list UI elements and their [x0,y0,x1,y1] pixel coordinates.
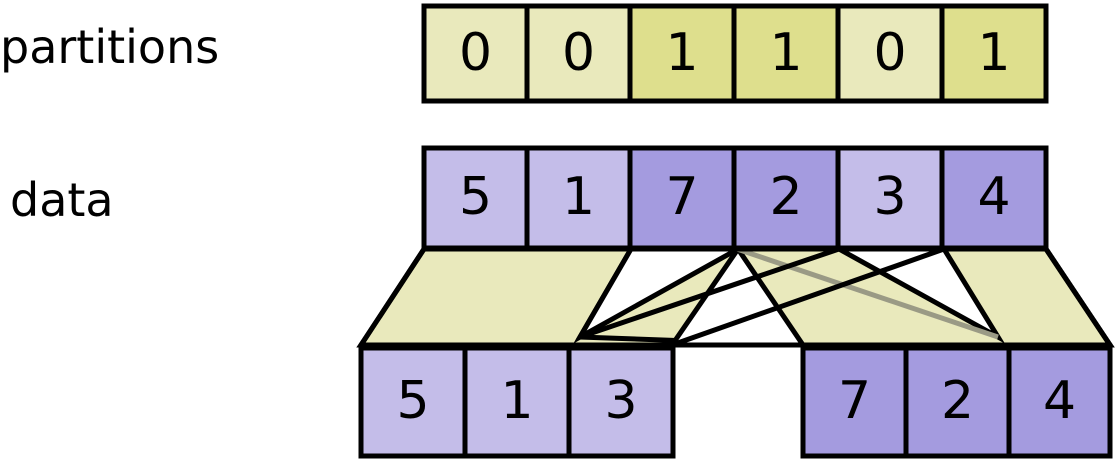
data-cell-4-value: 3 [873,167,906,227]
funnel-ribbon-edge-upper [579,246,840,340]
partitions-cell-2-value: 1 [665,23,698,83]
data-row-label: data [10,173,114,227]
data-cell-0-value: 5 [459,167,492,227]
data-cells: 5 1 7 2 3 4 [421,145,1049,251]
partitions-cell-5[interactable] [939,3,1049,104]
partitions-cell-5-value: 1 [977,23,1010,83]
data-cell-2-value: 7 [665,167,698,227]
output-1-cell-2[interactable] [1006,345,1113,459]
data-cell-0[interactable] [421,145,530,251]
output-0-cell-0-value: 5 [396,371,429,431]
partitions-cell-3-value: 1 [769,23,802,83]
partitions-cell-4[interactable] [835,3,945,104]
partitions-cell-2[interactable] [627,3,737,104]
data-row: data 5 1 7 2 3 4 [10,145,1049,251]
output-1-cell-1-value: 2 [941,371,974,431]
data-cell-1[interactable] [524,145,633,251]
output-0-cell-0[interactable] [358,345,468,459]
partitions-cell-1[interactable] [524,3,633,104]
output-1-cell-2-value: 4 [1043,371,1076,431]
funnel-ribbon-edge-lower [671,246,945,348]
flow-funnel-group [356,244,1115,351]
data-cell-5[interactable] [939,145,1049,251]
partition-0-output-row: 5 1 3 [358,345,676,459]
data-cell-4[interactable] [835,145,945,251]
partitions-row: partitions 0 0 1 1 0 1 [0,3,1049,104]
partitions-cells: 0 0 1 1 0 1 [421,3,1049,104]
data-cell-1-value: 1 [562,167,595,227]
partitions-cell-1-value: 0 [562,23,595,83]
partitions-cell-3[interactable] [731,3,841,104]
funnel-outline-right [803,247,1115,348]
data-cell-3-value: 2 [769,167,802,227]
data-cell-5-value: 4 [977,167,1010,227]
output-1-cell-0-value: 7 [838,371,871,431]
funnel-occluded-edge [736,246,999,340]
partitions-cell-4-value: 0 [873,23,906,83]
partitions-cell-0-value: 0 [459,23,492,83]
data-cell-3[interactable] [731,145,841,251]
output-0-cell-2[interactable] [566,345,676,459]
output-0-cell-1-value: 1 [500,371,533,431]
partition-1-output-row: 7 2 4 [800,345,1113,459]
output-0-cell-2-value: 3 [604,371,637,431]
output-1-cell-0[interactable] [800,345,909,459]
funnel-outline-left [356,247,672,348]
partitions-row-label: partitions [0,20,219,74]
